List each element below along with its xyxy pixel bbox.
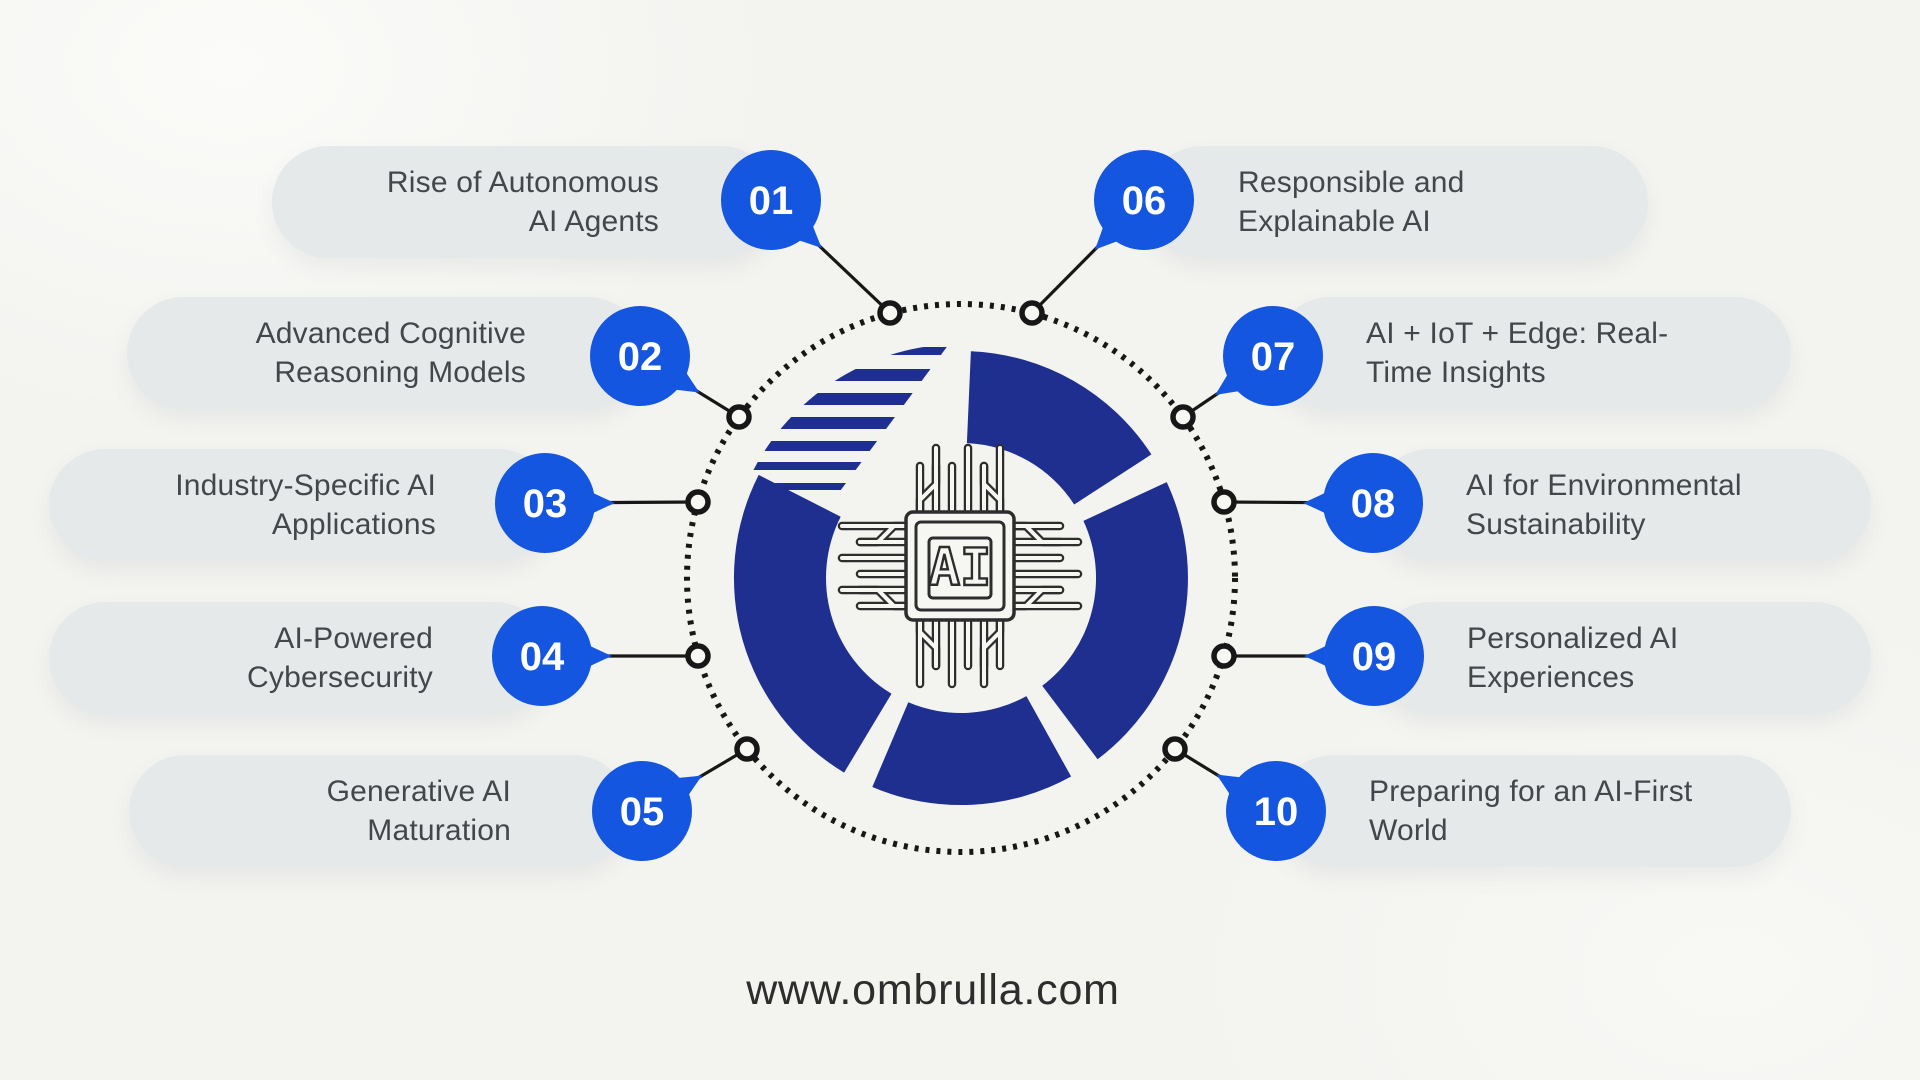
number-bubbles: 01 02 03 04 05 06 [492,150,1424,861]
trend-pill-05: Generative AI Maturation [129,755,629,867]
donut-chart [733,347,1188,806]
trend-label-07-line1: AI + IoT + Edge: Real- [1366,317,1669,350]
svg-text:05: 05 [620,790,665,834]
trend-label-09-line2: Experiences [1467,661,1635,694]
trend-label-09-line1: Personalized AI [1467,622,1679,655]
trend-label-10-line1: Preparing for an AI-First [1369,775,1693,808]
number-bubble-01: 01 [721,150,822,250]
donut-segment-top-right [966,351,1152,505]
trend-label-03-line1: Industry-Specific AI [175,469,436,502]
number-bubble-10: 10 [1216,761,1326,861]
number-bubble-02: 02 [590,306,700,406]
trend-label-08-line1: AI for Environmental [1466,469,1742,502]
ring-node-02 [726,404,752,430]
trend-pill-01: Rise of Autonomous AI Agents [272,146,777,258]
trend-label-02-line1: Advanced Cognitive [255,317,526,350]
trend-label-05: Generative AI Maturation [327,772,511,850]
ring-node-05 [734,736,760,762]
number-bubble-08: 08 [1303,453,1423,553]
svg-text:07: 07 [1251,335,1296,379]
svg-text:10: 10 [1254,790,1299,834]
svg-text:01: 01 [749,179,794,223]
number-bubble-03: 03 [495,453,615,553]
ring-node-01 [877,300,903,326]
trend-label-05-line2: Maturation [367,814,511,847]
chip-inner-frame [914,520,1006,612]
ring-node-07 [1170,404,1196,430]
trend-label-01: Rise of Autonomous AI Agents [387,163,659,241]
trend-label-07: AI + IoT + Edge: Real- Time Insights [1366,314,1668,392]
chip-label-box [927,536,993,600]
ring-node-08 [1211,489,1237,515]
number-bubble-09: 09 [1304,606,1424,706]
trend-label-07-line2: Time Insights [1366,356,1546,389]
website-text: www.ombrulla.com [746,966,1120,1014]
trend-label-02-line2: Reasoning Models [274,356,526,389]
donut-segment-left [733,474,892,773]
number-bubble-04: 04 [492,606,612,706]
ring-node-04 [685,643,711,669]
trend-pill-09: Personalized AI Experiences [1375,602,1871,714]
trend-label-03: Industry-Specific AI Applications [175,466,436,544]
ai-chip-icon: AI [842,448,1078,684]
trend-label-04-line1: AI-Powered [274,622,433,655]
ring-node-03 [685,489,711,515]
ring-node-06 [1019,300,1045,326]
trend-label-03-line2: Applications [271,508,436,541]
ring-node-10 [1162,736,1188,762]
svg-text:08: 08 [1351,482,1396,526]
trend-pill-03: Industry-Specific AI Applications [49,449,554,561]
svg-text:04: 04 [520,635,565,679]
ring-nodes [685,300,1237,762]
trend-label-05-line1: Generative AI [326,775,511,808]
svg-text:02: 02 [618,335,663,379]
ring-node-09 [1211,643,1237,669]
number-bubble-05: 05 [592,761,703,861]
number-bubble-06: 06 [1094,150,1194,250]
number-bubble-07: 07 [1214,306,1323,406]
trend-label-06-line1: Responsible and [1238,166,1465,199]
dotted-orbit-ring [684,301,1238,855]
svg-text:09: 09 [1352,635,1397,679]
svg-text:03: 03 [523,482,568,526]
trend-label-10-line2: World [1369,814,1448,847]
trend-label-01-line2: AI Agents [528,205,659,238]
trend-label-08-line2: Sustainability [1466,508,1646,541]
trend-pill-07: AI + IoT + Edge: Real- Time Insights [1274,297,1791,409]
svg-text:06: 06 [1122,179,1167,223]
donut-segment-bottom [872,696,1072,806]
trend-label-01-line1: Rise of Autonomous [386,166,659,199]
trend-label-09: Personalized AI Experiences [1467,619,1678,697]
donut-segment-right [1042,482,1188,760]
trend-label-04-line2: Cybersecurity [247,661,433,694]
trend-label-06-line2: Explainable AI [1238,205,1431,238]
chip-label-text: AI [929,538,992,598]
